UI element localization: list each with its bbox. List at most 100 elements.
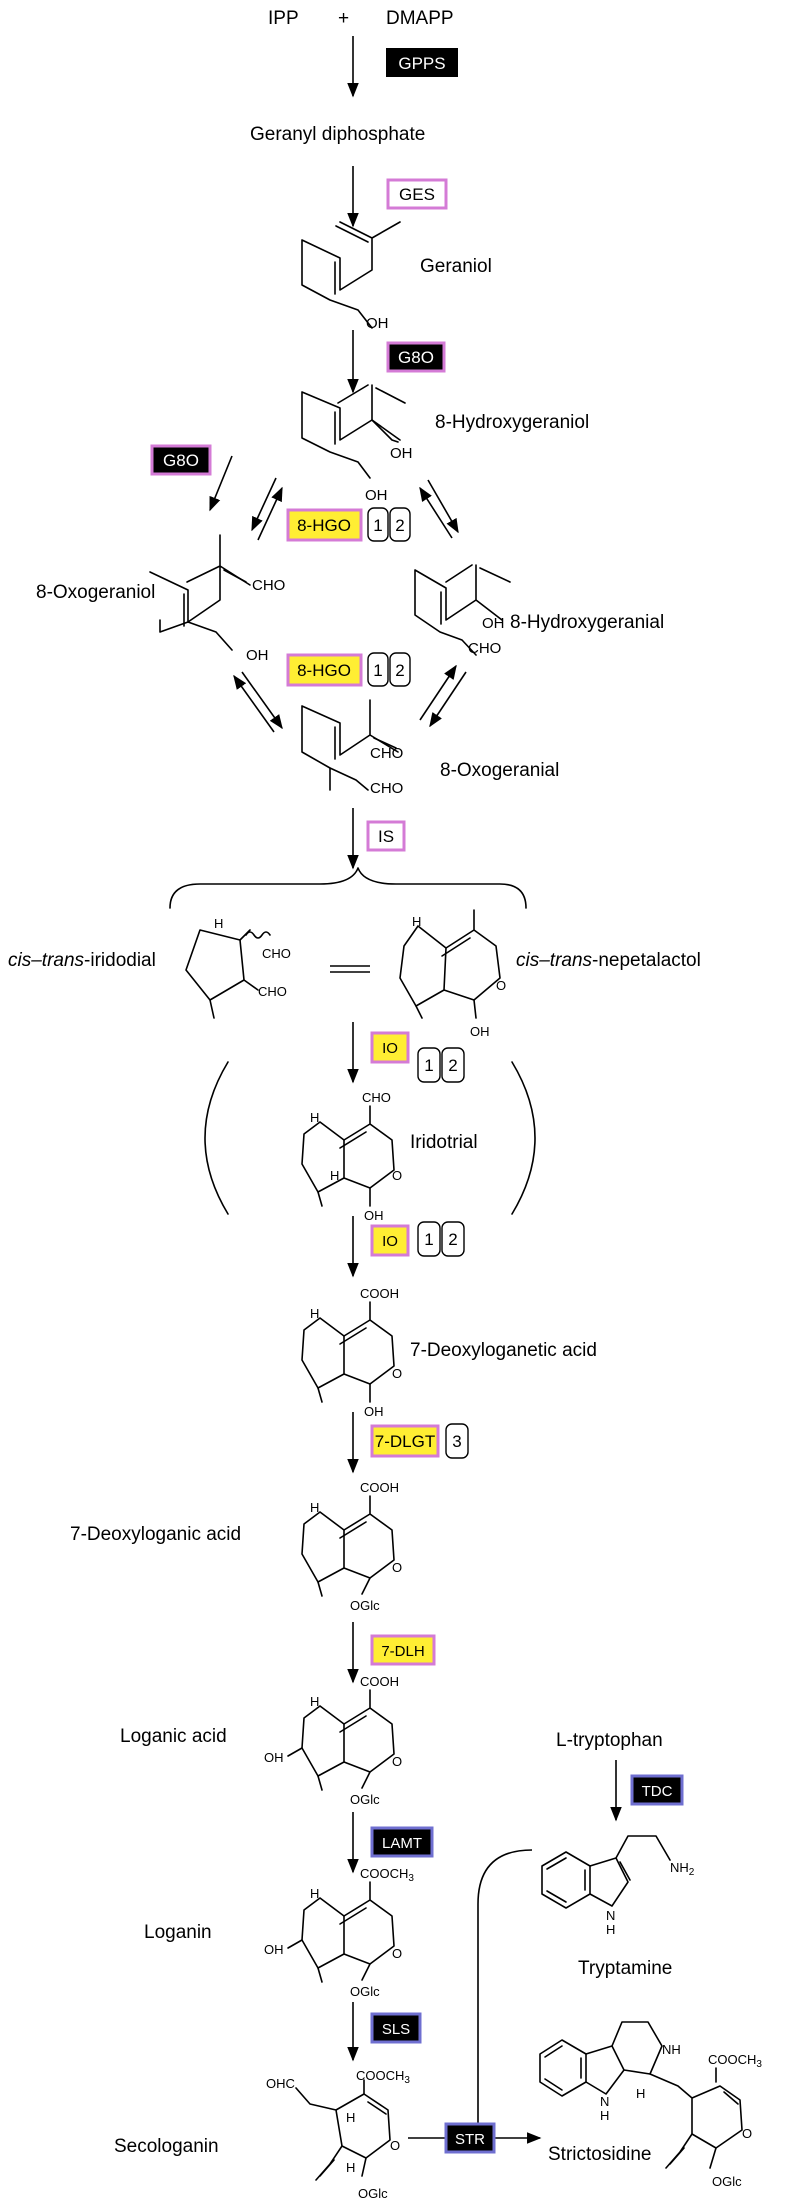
loganic-oglc: OGlc — [350, 1792, 380, 1807]
g8o-label: G8O — [398, 348, 434, 367]
is-box — [366, 820, 406, 852]
hydroxygeranial-oh: OH — [482, 615, 505, 632]
dmapp-label: DMAPP — [386, 8, 454, 29]
loganic-acid-label: Loganic acid — [120, 1726, 227, 1747]
strictosidine-structure — [539, 2021, 743, 2169]
tag-2b-label: 2 — [395, 661, 404, 680]
paren-left — [204, 1061, 229, 1215]
nepetalactol-oh: OH — [470, 1024, 490, 1039]
secologanin-h-2: H — [346, 2160, 355, 2175]
oxogeranial-cho-2: CHO — [370, 780, 403, 797]
arrow-oxogeraniol-to-oxogeranial — [241, 671, 283, 730]
geraniol-oh: OH — [366, 315, 389, 332]
strictosidine-h: H — [600, 2108, 609, 2123]
oxogeranial-structure — [301, 699, 399, 791]
hydroxygeraniol-oh-bottom: OH — [365, 487, 388, 504]
oxogeraniol-structure — [149, 534, 251, 651]
is-label: IS — [378, 827, 394, 846]
dlh-label: 7-DLH — [381, 1643, 424, 1660]
loganin-h: H — [310, 1886, 319, 1901]
dlgt-box — [370, 1424, 440, 1458]
sls-label: SLS — [382, 2021, 410, 2038]
hydroxygeranial-label: 8-Hydroxygeranial — [510, 612, 664, 633]
iridodial-cho-top: CHO — [262, 946, 291, 961]
str-label: STR — [455, 2131, 485, 2148]
str-box — [444, 2122, 496, 2154]
str-join-line — [477, 1849, 533, 2138]
plus-sign: + — [338, 8, 349, 29]
loganic-h: H — [310, 1694, 319, 1709]
iridodial-cho-bottom: CHO — [258, 984, 287, 999]
nepetalactol-structure — [399, 909, 501, 1019]
io-box-1 — [370, 1031, 410, 1064]
oxogeraniol-label: 8-Oxogeraniol — [36, 582, 155, 603]
arrow-oxogeranial-to-hydroxygeranial — [419, 664, 457, 721]
tag-1d — [417, 1221, 441, 1257]
geraniol-label: Geraniol — [420, 256, 492, 277]
strictosidine-n: N — [600, 2094, 609, 2109]
tag-1a — [367, 507, 389, 542]
iridodial-h: H — [214, 916, 223, 931]
tag-1b-label: 1 — [373, 661, 382, 680]
iridotrial-cho: CHO — [362, 1090, 391, 1105]
hgo-box-1 — [286, 508, 363, 542]
dlh-box — [370, 1634, 436, 1666]
tag-2a-label: 2 — [395, 516, 404, 535]
hydroxygeraniol-oh-top: OH — [390, 445, 413, 462]
loganic-o: O — [392, 1754, 402, 1769]
secologanin-ohc: OHC — [266, 2076, 295, 2091]
g8o-box — [386, 341, 446, 373]
iridotrial-h-2: H — [330, 1168, 339, 1183]
tag-3-label: 3 — [452, 1432, 461, 1451]
tag-1c — [417, 1047, 441, 1083]
loganic-oh: OH — [264, 1750, 284, 1765]
tag-1c-label: 1 — [424, 1056, 433, 1075]
hgo-label-1: 8-HGO — [297, 516, 351, 535]
loganic-cooh: COOH — [360, 1674, 399, 1689]
tdc-box — [630, 1774, 684, 1806]
strictosidine-nh: NH — [662, 2042, 681, 2057]
oxogeraniol-cho: CHO — [252, 577, 285, 594]
tryptamine-label: Tryptamine — [578, 1958, 672, 1979]
strictosidine-o: O — [742, 2126, 752, 2141]
tag-3 — [445, 1423, 469, 1459]
g8o-side-label: G8O — [163, 451, 199, 470]
hgo-label-2: 8-HGO — [297, 661, 351, 680]
tag-1d-label: 1 — [424, 1230, 433, 1249]
tag-2b — [389, 652, 411, 687]
strictosidine-oglc: OGlc — [712, 2174, 742, 2189]
tag-2d-label: 2 — [448, 1230, 457, 1249]
secologanin-h: H — [346, 2110, 355, 2125]
io-label-2: IO — [382, 1233, 398, 1250]
secologanin-o: O — [390, 2138, 400, 2153]
deoxyloganic-acid-structure — [301, 1495, 395, 1597]
deoxyloganic-h: H — [310, 1500, 319, 1515]
iridotrial-structure — [301, 1105, 395, 1207]
arrow-from-oxogeraniol — [257, 486, 283, 541]
strictosidine-cooch3: COOCH3 — [708, 2052, 762, 2070]
nepetalactol-label: cis–trans-nepetalactol — [516, 950, 701, 971]
loganin-cooch3: COOCH3 — [360, 1866, 414, 1884]
paren-right — [511, 1061, 536, 1215]
arrow-oxogeranial-to-oxogeraniol — [233, 674, 275, 733]
deoxyloganic-cooh: COOH — [360, 1480, 399, 1495]
tag-1b — [367, 652, 389, 687]
gpps-box — [386, 48, 458, 77]
ges-label: GES — [399, 185, 435, 204]
arrow-to-hydroxygeranial — [427, 479, 459, 534]
sls-box — [370, 2012, 422, 2044]
deoxyloganetic-h: H — [310, 1306, 319, 1321]
oxogeranial-cho-1: CHO — [370, 745, 403, 762]
loganin-structure — [287, 1881, 395, 1983]
geraniol-structure — [301, 221, 401, 329]
tag-2a — [389, 507, 411, 542]
loganin-oglc: OGlc — [350, 1984, 380, 1999]
strictosidine-h-2: H — [636, 2086, 645, 2101]
tryptophan-label: L-tryptophan — [556, 1730, 663, 1751]
deoxyloganetic-oh: OH — [364, 1404, 384, 1419]
secologanin-label: Secologanin — [114, 2136, 219, 2157]
nepetalactol-h: H — [412, 914, 421, 929]
hydroxygeranial-structure — [414, 564, 511, 656]
loganin-label: Loganin — [144, 1922, 212, 1943]
